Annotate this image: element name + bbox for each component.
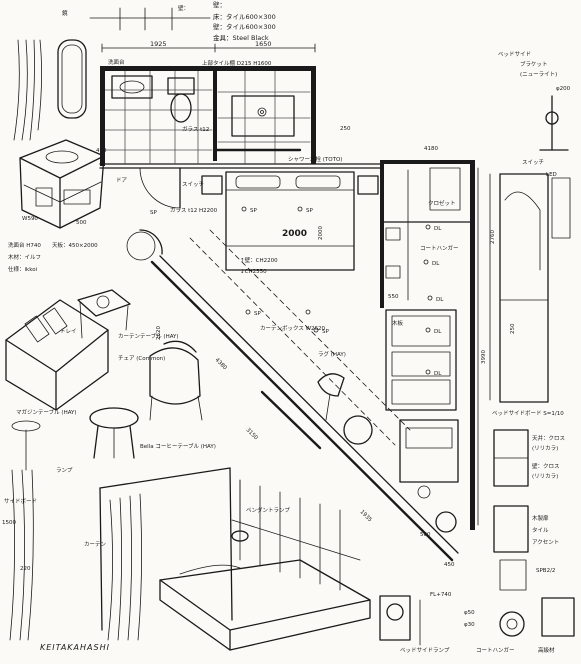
dim-1925: 1925 <box>150 40 167 48</box>
speaker-3: SP <box>254 311 261 317</box>
downlight-2: DL <box>432 261 440 267</box>
label-glass: ガラス t12 <box>182 125 209 133</box>
dim-4380: 4380 <box>214 357 228 371</box>
downlight-4: DL <box>434 329 442 335</box>
board-ceiling: 天井：クロス <box>532 434 565 442</box>
dim-1935: 1935 <box>359 509 373 523</box>
vanity-finish: 仕様：ikkoi <box>8 265 38 273</box>
dim-4180: 4180 <box>424 146 438 152</box>
label-switch: スイッチ <box>182 181 204 188</box>
hook-height: FL+740 <box>430 592 452 598</box>
label-sideboard: サイドボード <box>4 497 37 505</box>
note-mirror-top: 鏡 <box>62 9 68 17</box>
vanity-dim-b: 500 <box>76 220 87 226</box>
coat-hook-detail: φ50 φ30 コートハンガー 高級材 ベッドサイドランプ FL+740 450… <box>379 532 575 654</box>
hook-label: コートハンガー <box>476 646 515 654</box>
note-bracket-sub: (ニューライト) <box>520 71 557 78</box>
bedside-lamp-label: ベッドサイドランプ <box>400 647 450 654</box>
board-accent: アクセント <box>532 539 559 546</box>
bathroom-plan: 洗面台 上部タイル棚 D215 H1600 シャワー水栓 (TOTO) ガラス … <box>99 58 381 209</box>
bedroom-plan: 2000 ↑壁：CH2200 ↓CH2550 クロゼット コートハンガー <box>150 126 487 533</box>
note-wall-tile: 壁：タイル600×300 <box>213 22 276 31</box>
note-wall-small: 壁： <box>178 4 189 12</box>
note-phi: φ200 <box>556 86 571 92</box>
dim-1650: 1650 <box>255 40 272 48</box>
note-bedside: ベッドサイド <box>498 51 531 58</box>
dim-2000: 2000 <box>318 226 324 240</box>
board-wall: 壁：クロス <box>532 462 560 470</box>
downlight-3: DL <box>436 297 444 303</box>
note-hardware: 金具：Steel Black <box>213 33 269 42</box>
dim-3150: 3150 <box>245 427 259 441</box>
hook-material: 高級材 <box>538 646 555 654</box>
bedside-elevation: ベッドサイド ブラケット (ニューライト) φ200 スイッチ LED 2760… <box>489 51 571 417</box>
vanity-side-dim: 490 <box>96 148 107 154</box>
label-lamp-left: ランプ <box>56 467 73 474</box>
material-notes: 壁： 床：タイル600×300 壁：タイル600×300 金具：Steel Bl… <box>62 0 276 42</box>
speaker-1: SP <box>250 208 257 214</box>
label-door: ドア <box>116 177 128 184</box>
dim-1500: 1500 <box>2 520 16 526</box>
downlight-5: DL <box>434 371 442 377</box>
label-curtain-bottom: カーテン <box>84 541 107 548</box>
bedroom-perspective: ペンダントランプ カーテン KEITAKAHASHI <box>9 467 371 652</box>
board-wall-sub: (リリカラ) <box>532 473 558 480</box>
dim-220: 220 <box>20 566 31 572</box>
hook-phi50: φ50 <box>464 610 475 616</box>
label-shower: シャワー水栓 (TOTO) <box>288 155 342 163</box>
label-pendant: ペンダントランプ <box>246 506 290 514</box>
note-led: LED <box>546 172 557 178</box>
dim-2760: 2760 <box>490 230 496 244</box>
board-ceiling-sub: (リリカラ) <box>532 445 558 452</box>
dim-2620: 2620 <box>156 326 162 340</box>
vanity-material: 木材：イルフ <box>8 253 41 261</box>
label-rug: ラグ (HAY) <box>318 350 346 358</box>
hook-phi30: φ30 <box>464 622 475 628</box>
dimension-top: 1925 1650 <box>101 40 316 53</box>
speaker-2: SP <box>306 208 313 214</box>
downlight-1: DL <box>434 226 442 232</box>
board-title: ベッドサイドボード S=1/10 <box>492 409 564 417</box>
label-table: カーテンテーブル (HAY) <box>118 332 179 340</box>
note-bracket: ブラケット <box>520 60 548 68</box>
label-magazine-table: マガジンテーブル (HAY) <box>16 408 77 416</box>
note-floor: 床：タイル600×300 <box>213 12 276 21</box>
bedside-board-detail: 天井：クロス (リリカラ) 壁：クロス (リリカラ) 木製扉 タイル アクセント… <box>493 429 565 591</box>
board-spb: SPB2/2 <box>536 568 555 574</box>
label-tray: トレイ <box>60 329 77 335</box>
diagonal-wall: 3150 1935 4380 2620 <box>126 229 459 562</box>
label-ceiling: ↓CH2550 <box>240 268 267 275</box>
label-washbasin: 洗面台 <box>108 58 125 66</box>
label-coffee-table: Bella コーヒーテーブル (HAY) <box>140 442 216 450</box>
vanity-dim-a: W590 <box>22 216 38 222</box>
vanity-top-size: 天板：450×2000 <box>52 241 98 249</box>
dim-550: 550 <box>388 294 399 300</box>
lounge-sketch: トレイ カーテンテーブル (HAY) チェア (Common) Bella コー… <box>2 289 345 572</box>
bed-width: 2000 <box>282 229 307 239</box>
speaker-4: SP <box>322 329 329 335</box>
dim-450: 450 <box>444 562 455 568</box>
dim-500: 500 <box>420 532 431 538</box>
label-partition: ガラス t12 H2200 <box>170 206 218 214</box>
label-chair: チェア (Common) <box>118 355 165 362</box>
board-door: 木製扉 <box>532 514 549 522</box>
label-coat-hanger: コートハンガー <box>420 244 459 252</box>
vanity-label: 洗面台 H740 <box>8 241 41 249</box>
label-wood: 木板 <box>392 319 404 327</box>
board-tile: タイル <box>532 526 549 534</box>
signature: KEITAKAHASHI <box>40 643 110 652</box>
label-closet: クロゼット <box>428 199 456 207</box>
speaker-5: SP <box>150 210 157 216</box>
dim-top-misc: 250 <box>340 126 351 132</box>
label-headboard: ↑壁：CH2200 <box>240 256 278 264</box>
vanity-sketch: W590 500 洗面台 H740 天板：450×2000 木材：イルフ 仕様：… <box>8 39 107 273</box>
dim-250: 250 <box>510 323 516 334</box>
note-switch: スイッチ <box>522 159 544 166</box>
dim-3990: 3990 <box>481 350 487 364</box>
label-curtain-box: カーテンボックス W2620 <box>260 324 326 332</box>
label-tile-shelf: 上部タイル棚 D215 H1600 <box>202 59 272 67</box>
note-wall: 壁： <box>213 0 226 9</box>
